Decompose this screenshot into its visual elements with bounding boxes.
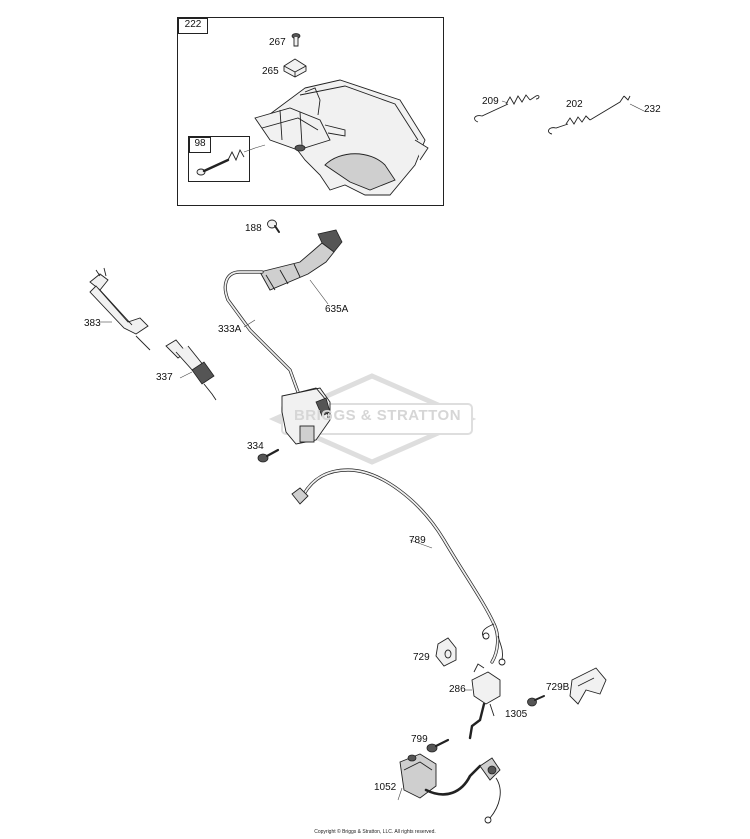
part-333A-ignition-coil [223, 270, 331, 445]
callout-334[interactable]: 334 [247, 441, 264, 452]
group-box-222 [177, 17, 444, 206]
callout-232[interactable]: 232 [644, 104, 661, 115]
callout-1305[interactable]: 1305 [505, 709, 528, 720]
part-188-bolt [267, 219, 280, 233]
box-label-222: 222 [178, 18, 208, 34]
part-789-wire-harness [291, 468, 506, 666]
part-635A-plug-boot [259, 229, 343, 305]
part-383-plug-wrench [89, 267, 151, 351]
watermark-text: BRIGGS & STRATTON [293, 407, 462, 424]
callout-265[interactable]: 265 [262, 66, 279, 77]
callout-209[interactable]: 209 [482, 96, 499, 107]
callout-729[interactable]: 729 [413, 652, 430, 663]
callout-789[interactable]: 789 [409, 535, 426, 546]
group-box-98 [188, 136, 250, 182]
part-222-bracket-assembly [254, 79, 429, 196]
box-label-98: 98 [189, 137, 211, 153]
callout-188[interactable]: 188 [245, 223, 262, 234]
callout-729B[interactable]: 729B [546, 682, 570, 693]
callout-799[interactable]: 799 [411, 734, 428, 745]
part-286-module [464, 663, 501, 740]
part-202-spring-rod [548, 95, 645, 135]
callout-1052[interactable]: 1052 [374, 782, 397, 793]
part-98-screw-spring [196, 144, 266, 176]
part-1052-solenoid [397, 753, 501, 824]
part-267-screw [291, 33, 301, 47]
callout-337[interactable]: 337 [156, 372, 173, 383]
callout-333A[interactable]: 333A [218, 324, 242, 335]
part-1305-bolt [527, 695, 545, 707]
callout-635A[interactable]: 635A [325, 304, 349, 315]
part-729B-bracket [569, 667, 607, 705]
callout-202[interactable]: 202 [566, 99, 583, 110]
callout-383[interactable]: 383 [84, 318, 101, 329]
callout-267[interactable]: 267 [269, 37, 286, 48]
part-337-spark-plug [165, 339, 217, 401]
part-209-spring [474, 94, 540, 123]
part-334-bolt [257, 448, 280, 463]
part-729-clip [435, 637, 457, 667]
copyright-text: Copyright © Briggs & Stratton, LLC. All … [314, 829, 436, 835]
callout-286[interactable]: 286 [449, 684, 466, 695]
part-799-bolt [426, 738, 450, 753]
part-265-clip [283, 58, 307, 78]
